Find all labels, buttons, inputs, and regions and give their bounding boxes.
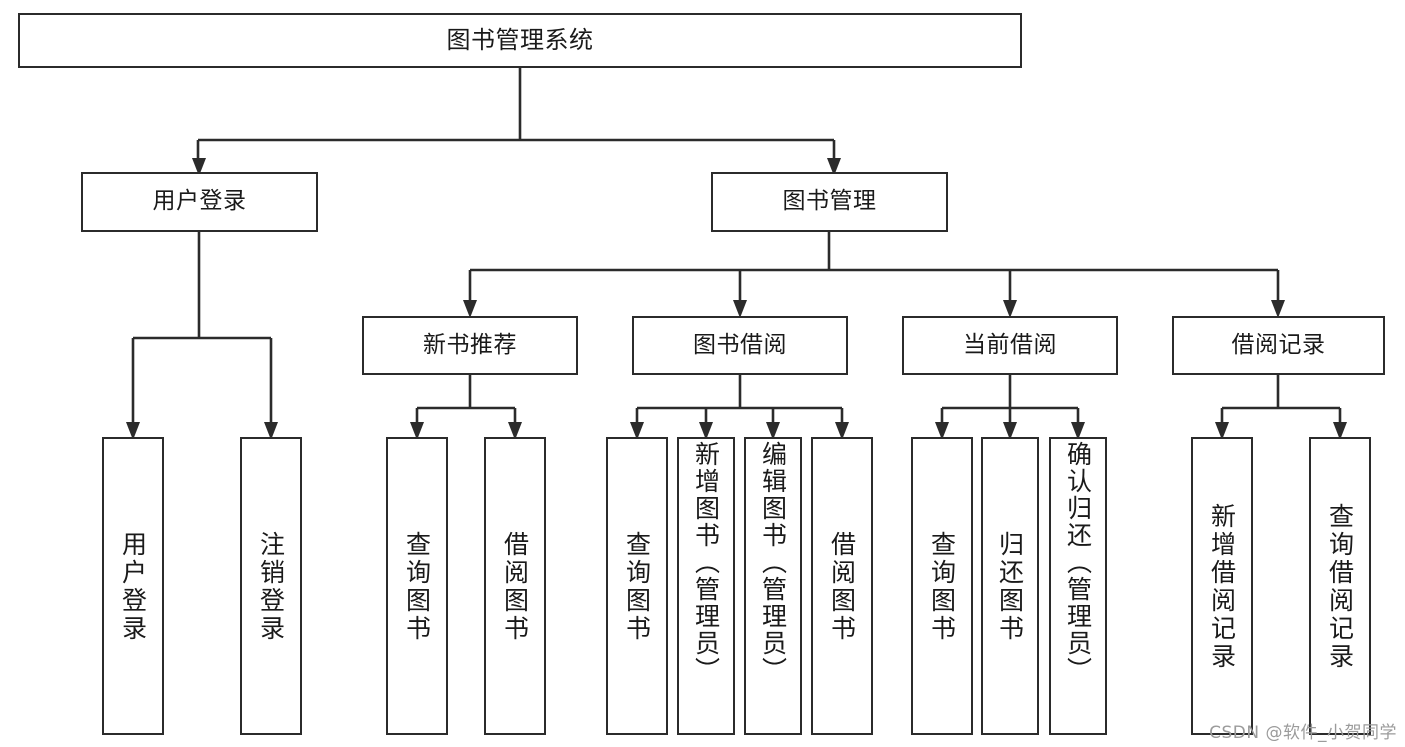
leaf-record-add-borrow-record[interactable]: 新增借阅记录 [1191,437,1253,735]
node-label: 图书管理系统 [446,26,594,55]
node-label: 用户登录 [118,531,148,643]
node-label: 借阅记录 [1231,331,1326,358]
node-new-book-recommendation[interactable]: 新书推荐 [362,316,578,375]
node-user-login[interactable]: 用户登录 [81,172,318,232]
node-book-borrowing[interactable]: 图书借阅 [632,316,848,375]
node-label: 查询图书 [927,531,957,643]
node-label: 借阅图书 [827,531,857,643]
node-label: 编辑图书（管理员） [758,441,788,684]
node-root-book-management-system[interactable]: 图书管理系统 [18,13,1022,68]
node-label: 归还图书 [995,531,1025,643]
leaf-user-login-logout[interactable]: 注销登录 [240,437,302,735]
node-current-borrowing[interactable]: 当前借阅 [902,316,1118,375]
node-label: 查询图书 [402,531,432,643]
watermark: CSDN @软件_小贺同学 [1209,723,1397,743]
node-label: 借阅图书 [500,531,530,643]
leaf-book-borrow-edit-book-admin[interactable]: 编辑图书（管理员） [744,437,802,735]
leaf-book-borrow-borrow-books[interactable]: 借阅图书 [811,437,873,735]
node-label: 查询借阅记录 [1325,503,1355,671]
node-label: 图书借阅 [693,331,787,358]
node-label: 用户登录 [152,188,247,215]
leaf-new-book-borrow-books[interactable]: 借阅图书 [484,437,546,735]
leaf-user-login-login[interactable]: 用户登录 [102,437,164,735]
leaf-current-borrow-return-books[interactable]: 归还图书 [981,437,1039,735]
node-label: 新书推荐 [423,331,517,358]
node-label: 图书管理 [782,188,877,215]
node-borrowing-record[interactable]: 借阅记录 [1172,316,1385,375]
node-book-management[interactable]: 图书管理 [711,172,948,232]
leaf-record-query-borrow-record[interactable]: 查询借阅记录 [1309,437,1371,735]
leaf-book-borrow-query-books[interactable]: 查询图书 [606,437,668,735]
node-label: 注销登录 [256,531,286,643]
node-label: 当前借阅 [963,331,1057,358]
node-label: 新增图书（管理员） [691,441,721,684]
node-label: 查询图书 [622,531,652,643]
leaf-book-borrow-add-book-admin[interactable]: 新增图书（管理员） [677,437,735,735]
node-label: 新增借阅记录 [1207,503,1237,671]
node-label: 确认归还（管理员） [1063,441,1093,684]
leaf-current-borrow-query-books[interactable]: 查询图书 [911,437,973,735]
leaf-current-borrow-confirm-return-admin[interactable]: 确认归还（管理员） [1049,437,1107,735]
leaf-new-book-query-books[interactable]: 查询图书 [386,437,448,735]
